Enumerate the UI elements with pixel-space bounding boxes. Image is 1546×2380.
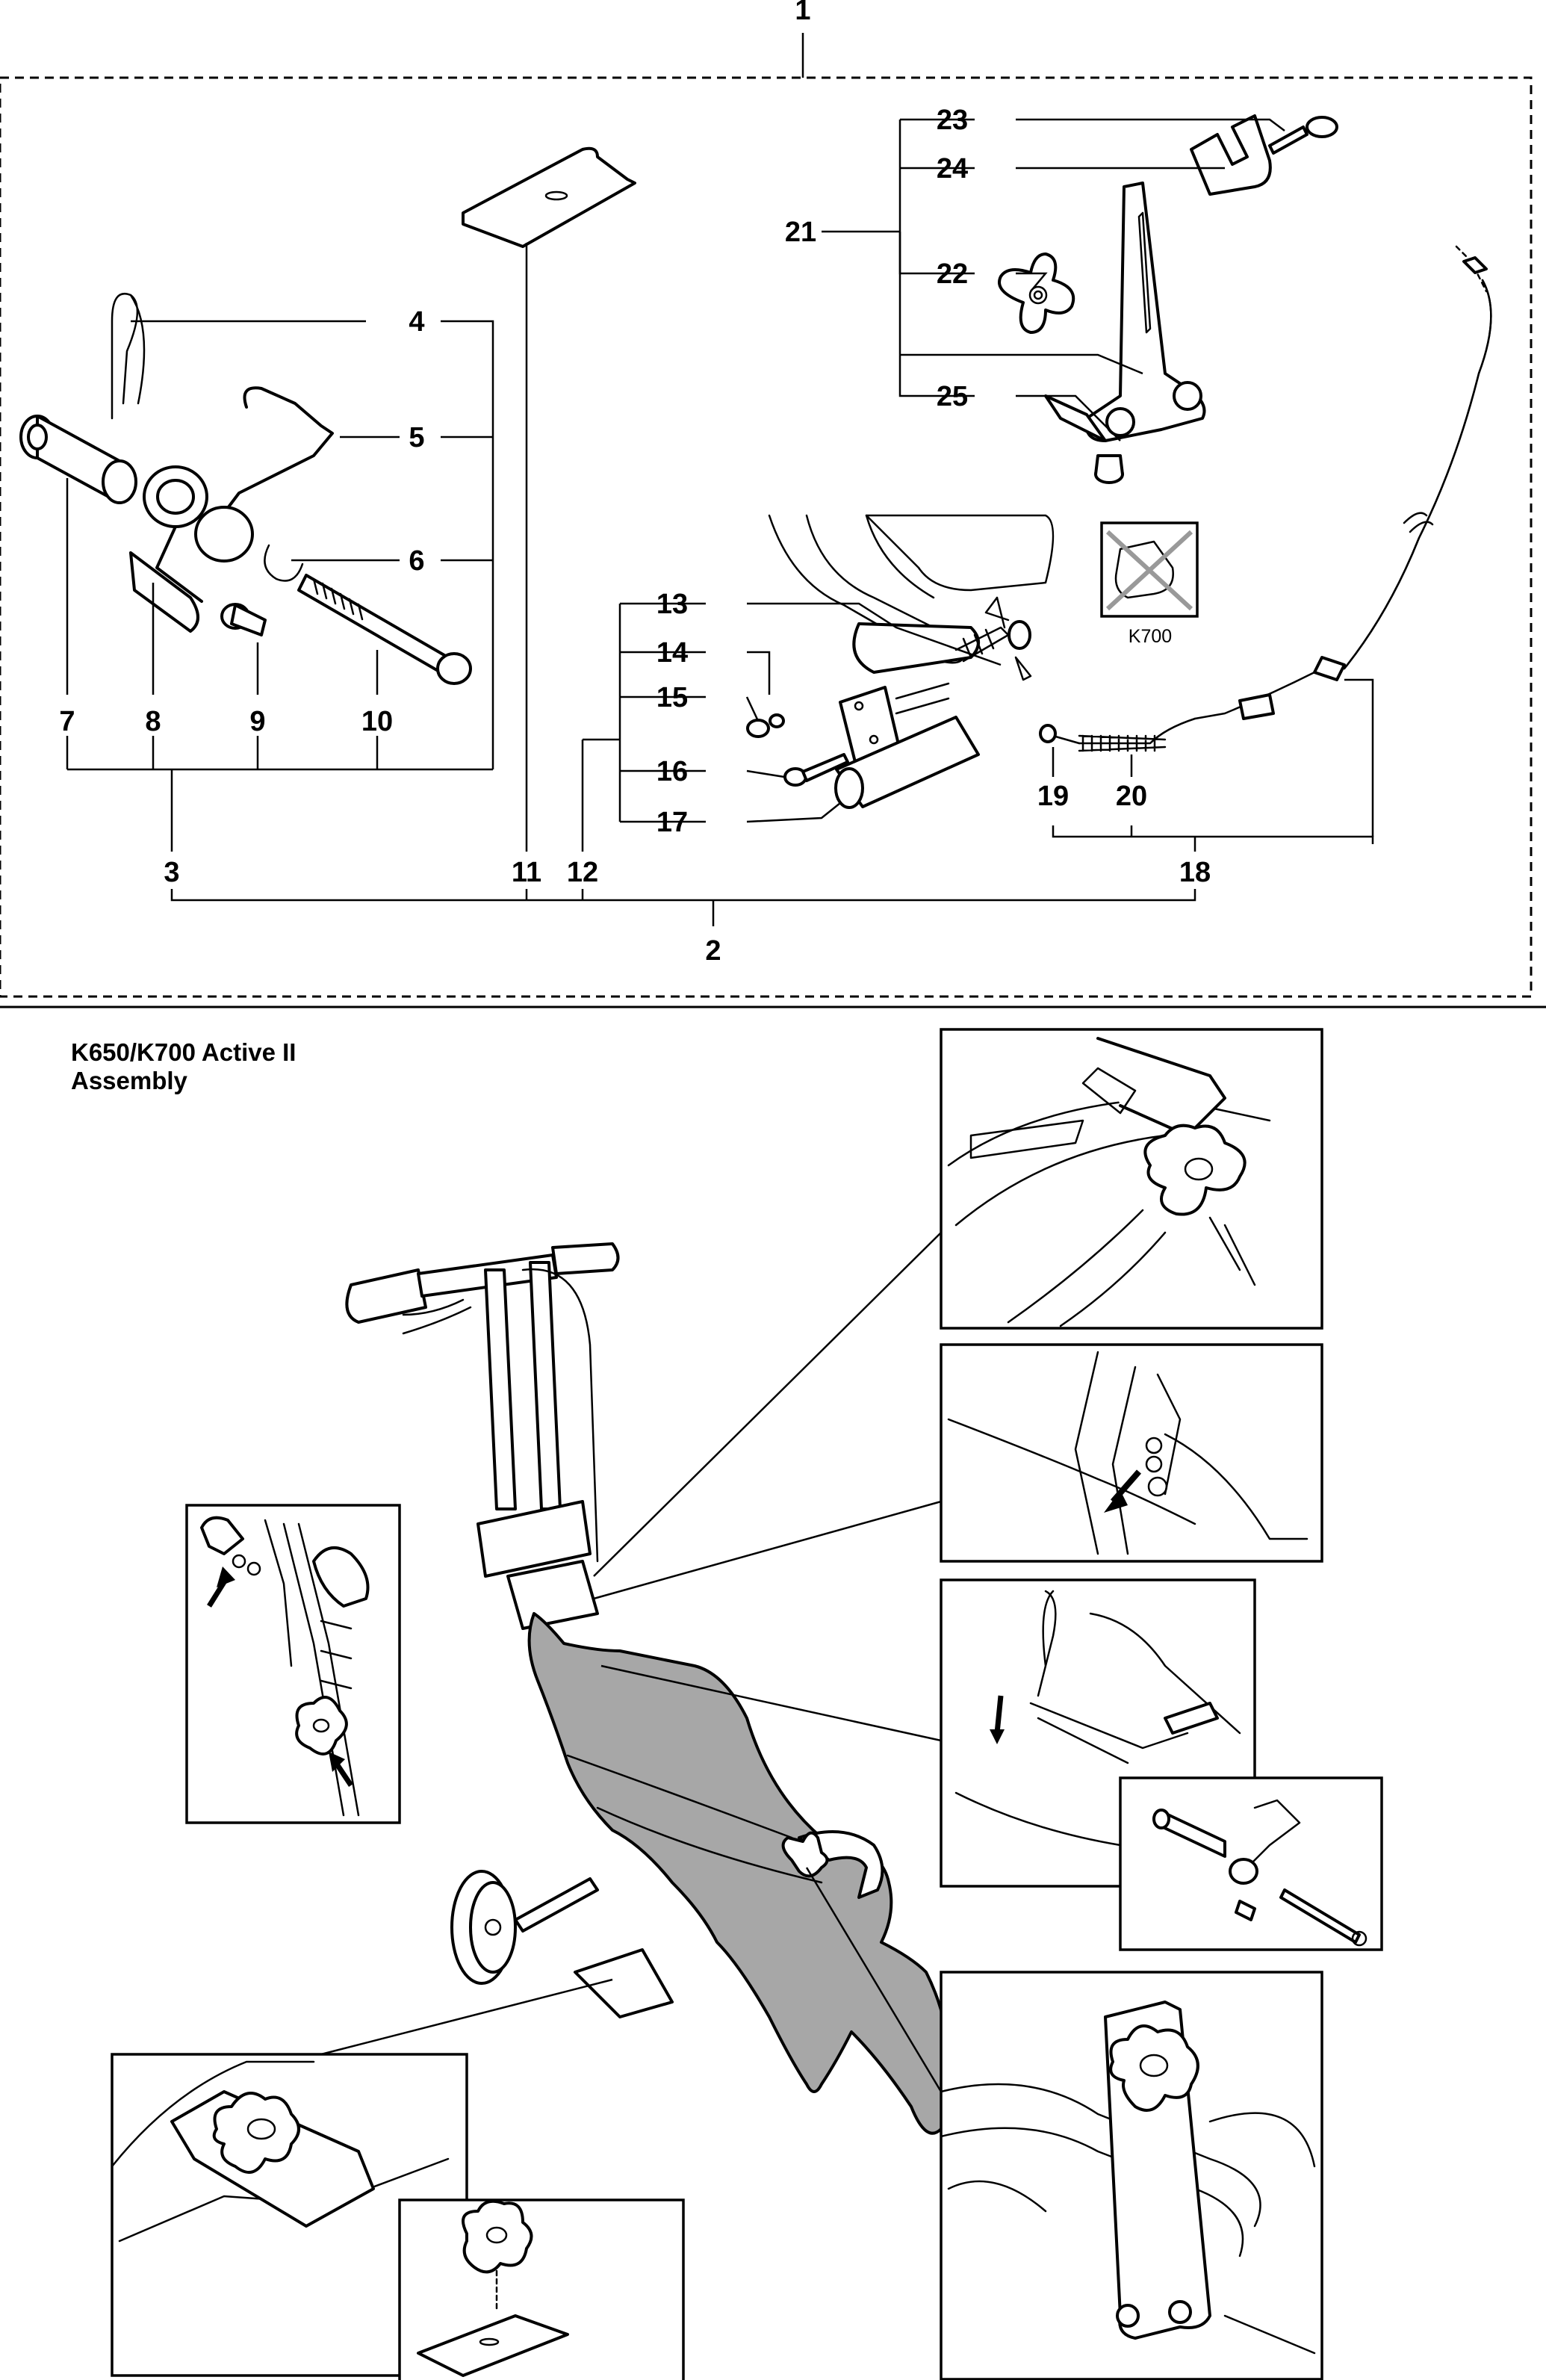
- callout-10: 10: [361, 706, 393, 737]
- bracket-clip: [1190, 114, 1272, 196]
- callout-5: 5: [409, 422, 424, 453]
- handle-bracket: [476, 1500, 592, 1578]
- callout-7: 7: [59, 706, 75, 737]
- exploded-view: 1: [0, 0, 1546, 1008]
- sleeve: [19, 415, 137, 504]
- connector-e: [320, 1978, 613, 2056]
- holder-bracket: [1044, 182, 1206, 442]
- connector-c: [600, 1664, 942, 1742]
- handlebar: [345, 1242, 620, 1563]
- callout-9: 9: [249, 706, 265, 737]
- cable-break: [1403, 512, 1434, 533]
- frame-bracket: [768, 514, 1055, 681]
- callout-24: 24: [937, 153, 968, 185]
- connector-b: [593, 1500, 942, 1600]
- detail-inset-loose-knob: [398, 2198, 685, 2380]
- assembly-title: K650/K700 Active II: [71, 1038, 296, 1066]
- circlip: [264, 544, 304, 582]
- callout-13: 13: [656, 589, 688, 620]
- callout-17: 17: [656, 807, 688, 838]
- hairpin-clip: [111, 293, 146, 420]
- k700-label: K700: [1129, 626, 1172, 647]
- knob-stud: [1094, 454, 1124, 484]
- handle-bracket-plate: [506, 1560, 599, 1630]
- connector-d: [805, 1867, 943, 2092]
- axle: [514, 1877, 599, 1933]
- callout-11: 11: [512, 857, 541, 888]
- callout-15: 15: [656, 682, 688, 713]
- cart-base: [574, 1948, 674, 2018]
- short-bolt: [220, 603, 267, 636]
- side-knob: [781, 1831, 829, 1878]
- detail-inset-lever-parts: [1119, 1776, 1383, 1951]
- detail-inset-handle-knobs: [185, 1504, 401, 1824]
- callout-18: 18: [1179, 857, 1211, 888]
- screw-top: [1268, 116, 1338, 155]
- callout-3: 3: [164, 857, 179, 888]
- callout-23: 23: [937, 105, 968, 136]
- throttle-cable: [1039, 245, 1492, 752]
- callout-1: 1: [795, 0, 810, 26]
- callout-16: 16: [656, 756, 688, 787]
- callout-12: 12: [567, 857, 598, 888]
- callout-21: 21: [785, 217, 816, 248]
- wheel-left: [450, 1870, 517, 1985]
- nut: [746, 719, 770, 738]
- callout-4: 4: [409, 306, 424, 338]
- lever: [215, 386, 334, 524]
- assembly-view: K650/K700 Active II Assembly: [71, 1028, 1383, 2380]
- callout-20: 20: [1116, 781, 1147, 812]
- callout-2: 2: [705, 935, 721, 967]
- detail-inset-cable-entry: [940, 1343, 1323, 1563]
- callout-14: 14: [656, 637, 688, 669]
- callout-25: 25: [937, 381, 968, 412]
- star-knob: [998, 252, 1075, 334]
- washer: [769, 713, 785, 728]
- long-bolt: [297, 574, 472, 685]
- callout-8: 8: [145, 706, 161, 737]
- callout-22: 22: [937, 258, 968, 290]
- clamp-body: [129, 465, 208, 633]
- screw: [783, 753, 849, 787]
- assembly-subtitle: Assembly: [71, 1067, 188, 1094]
- connector-a: [593, 1232, 942, 1577]
- k700-note: K700: [1100, 521, 1199, 647]
- exploded-frame: [0, 76, 1533, 998]
- detail-inset-knob-bracket: [940, 1028, 1323, 1330]
- callout-19: 19: [1037, 781, 1069, 812]
- lever-collar: [194, 506, 254, 563]
- callout-6: 6: [409, 545, 424, 577]
- power-cutter-body: [527, 1612, 953, 2135]
- detail-inset-side-bracket: [940, 1971, 1323, 2380]
- tube: [834, 716, 980, 809]
